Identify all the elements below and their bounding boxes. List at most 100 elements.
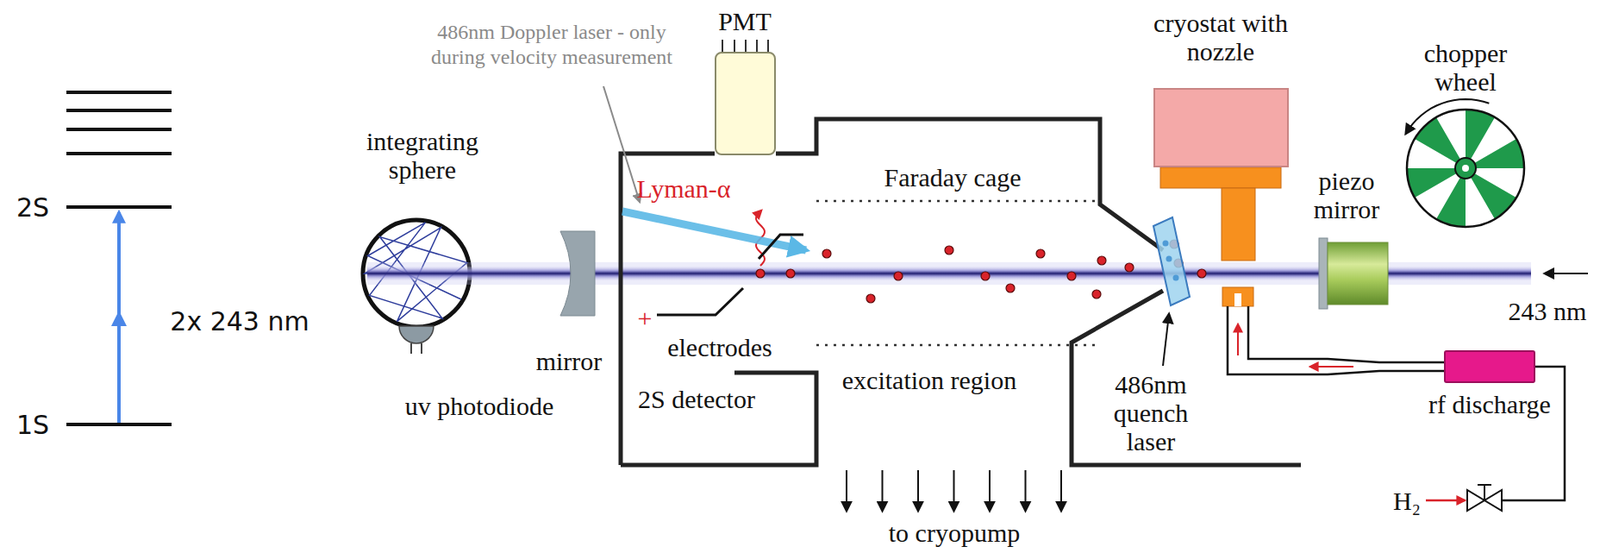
chopper-wheel xyxy=(1406,109,1525,227)
uv-photodiode xyxy=(399,325,434,354)
gas-tube xyxy=(1227,306,1444,375)
shape-outline xyxy=(1443,350,1536,383)
hydrogen-atoms xyxy=(1125,262,1134,272)
piezo-mirror xyxy=(1318,237,1328,309)
uv-photodiode xyxy=(410,343,413,354)
energy-level-diagram xyxy=(66,90,172,94)
faraday-cage xyxy=(816,343,1097,347)
chopper-wheel xyxy=(1455,157,1476,179)
faraday-cage xyxy=(816,200,1097,345)
hydrogen-atoms xyxy=(1036,249,1045,258)
hydrogen-atoms xyxy=(1067,271,1076,281)
quench-laser xyxy=(1173,275,1180,282)
energy-level-label: 1S xyxy=(16,410,50,439)
cryopump-arrows xyxy=(846,469,1062,511)
hydrogen-atoms xyxy=(1092,289,1101,299)
cryopump-arrows xyxy=(917,469,919,511)
region-label: to cryopump xyxy=(888,518,1020,547)
hydrogen-atoms xyxy=(866,293,875,303)
cryopump-arrows xyxy=(953,469,956,511)
node-label: cryostat with nozzle xyxy=(1132,8,1309,66)
doppler-laser-beam xyxy=(603,86,640,202)
hydrogen-atoms xyxy=(1006,283,1015,293)
quench-laser xyxy=(1162,313,1169,366)
quench-laser xyxy=(1153,217,1190,306)
faraday-cage xyxy=(816,200,1097,203)
vacuum-chamber-wall xyxy=(1071,290,1301,465)
chopper-wheel xyxy=(1462,164,1469,172)
gas-label: H₂ xyxy=(1393,486,1421,515)
energy-level-diagram xyxy=(66,108,172,113)
vacuum-chamber-wall xyxy=(620,372,817,465)
electrodes xyxy=(758,234,804,259)
cryostat-cold-finger xyxy=(1160,167,1282,307)
doppler-laser-beam xyxy=(622,211,807,250)
part-label: uv photodiode xyxy=(405,391,555,420)
cryostat-cold-finger xyxy=(1222,287,1254,307)
electrodes xyxy=(656,234,804,315)
hydrogen-atoms xyxy=(893,271,903,281)
hydrogen-atoms xyxy=(944,245,954,255)
quench-laser xyxy=(1162,240,1169,247)
chopper-wheel xyxy=(1406,99,1525,227)
chopper-wheel xyxy=(1465,109,1495,160)
hydrogen-atoms xyxy=(1097,256,1107,265)
valve xyxy=(1425,499,1465,502)
shape-outline xyxy=(714,51,776,156)
pmt-tube: PMT xyxy=(714,6,776,156)
cryopump-arrows xyxy=(988,469,991,511)
valve xyxy=(1501,366,1565,500)
cryopump-arrows xyxy=(1060,469,1063,511)
energy-level-diagram xyxy=(66,205,172,209)
photon-label: Lyman-α xyxy=(636,174,731,203)
quench-laser xyxy=(1153,217,1190,366)
valve xyxy=(1425,366,1565,511)
doppler-laser-beam xyxy=(603,86,807,250)
energy-level-label: 2S xyxy=(16,193,50,222)
energy-level-diagram xyxy=(66,151,172,156)
cryostat-cold-finger xyxy=(1160,167,1282,188)
vacuum-chamber-wall xyxy=(775,118,1163,250)
electrodes xyxy=(656,287,744,315)
cryostat-box: cryostat with nozzle xyxy=(1132,8,1309,169)
vacuum-chamber-wall xyxy=(620,118,1301,465)
uv-photodiode xyxy=(399,325,434,344)
transition-label: 2x 243 nm xyxy=(169,306,309,336)
cryopump-arrows xyxy=(1025,469,1027,511)
node-label: PMT xyxy=(714,6,776,36)
energy-level-diagram xyxy=(111,310,127,326)
chopper-wheel xyxy=(1470,173,1517,219)
energy-level-diagram xyxy=(66,422,172,426)
node-label: rf discharge xyxy=(1426,389,1553,419)
gas-tube xyxy=(1310,365,1354,368)
hydrogen-atoms xyxy=(756,268,765,278)
energy-level-diagram xyxy=(66,127,172,132)
gas-tube xyxy=(1248,306,1444,363)
part-label: 486nm quench laser xyxy=(1103,369,1199,456)
cryopump-arrows xyxy=(845,469,848,511)
hydrogen-atoms xyxy=(786,268,795,278)
chopper-wheel xyxy=(1474,138,1525,169)
valve xyxy=(1483,484,1486,500)
region-label: 2S detector xyxy=(637,384,756,413)
part-label: piezo mirror xyxy=(1299,166,1394,224)
valve xyxy=(1477,483,1492,486)
incoming-laser-arrow xyxy=(1544,273,1588,275)
gas-tube xyxy=(1227,306,1444,375)
quench-laser xyxy=(1166,256,1173,263)
part-label: electrodes xyxy=(667,332,773,362)
cryostat-cold-finger xyxy=(1234,293,1242,307)
part-label: mirror xyxy=(536,346,603,375)
chopper-wheel xyxy=(1406,99,1490,134)
rf-discharge-box: rf discharge xyxy=(1426,350,1553,423)
hydrogen-atoms xyxy=(1197,268,1207,278)
shape-outline xyxy=(1153,87,1289,168)
part-label: integrating sphere xyxy=(340,126,505,184)
hydrogen-atoms xyxy=(981,271,990,281)
hydrogen-atoms xyxy=(822,249,832,258)
curved-mirror xyxy=(560,231,595,316)
chopper-wheel xyxy=(1436,176,1466,227)
